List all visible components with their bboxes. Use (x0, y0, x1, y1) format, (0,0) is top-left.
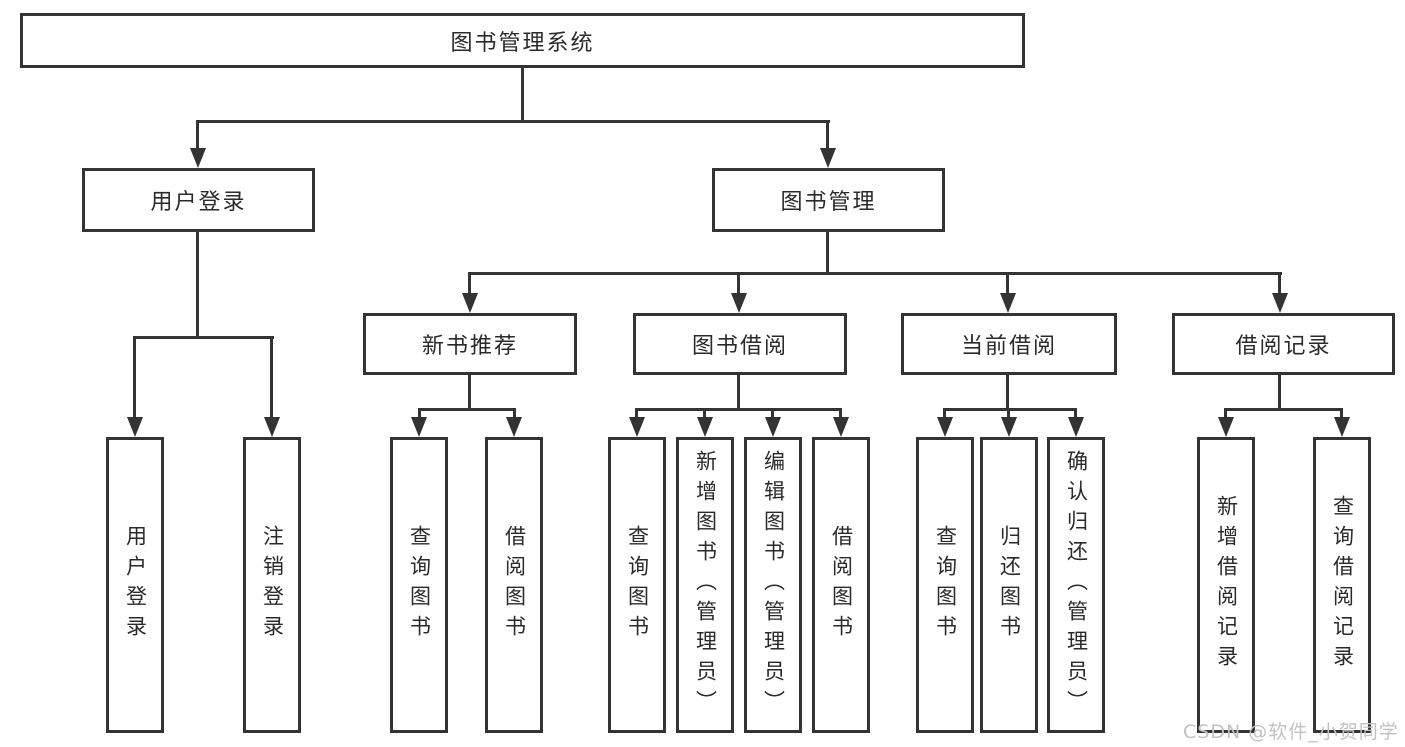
connector-line (826, 232, 829, 275)
leaf-edit-books-admin: 编辑图书（管理员） (744, 437, 802, 733)
arrowhead-down (697, 417, 713, 437)
connector-line (1225, 408, 1343, 411)
arrowhead-down (127, 417, 143, 437)
arrowhead-down (264, 417, 280, 437)
leaf-return-books: 归还图书 (980, 437, 1038, 733)
connector-line (944, 408, 1077, 411)
leaf-query-books: 查询图书 (916, 437, 974, 733)
connector-line (1006, 375, 1009, 410)
leaf-confirm-return-admin: 确认归还（管理员） (1047, 437, 1105, 733)
connector-line (636, 408, 842, 411)
arrowhead-down (411, 417, 427, 437)
connector-line (1007, 408, 1010, 419)
node-book-management: 图书管理 (712, 168, 945, 232)
connector-line (468, 375, 471, 410)
connector-line (737, 375, 740, 410)
connector-line (196, 120, 199, 150)
arrowhead-down (1218, 417, 1234, 437)
leaf-query-borrow-record: 查询借阅记录 (1313, 437, 1371, 733)
connector-line (839, 408, 842, 419)
connector-line (1074, 408, 1077, 419)
arrowhead-down (629, 417, 645, 437)
node-current-borrowing: 当前借阅 (901, 313, 1117, 375)
node-user-login: 用户登录 (82, 168, 315, 232)
connector-line (196, 232, 199, 339)
connector-line (133, 336, 136, 419)
connector-line (737, 272, 740, 295)
arrowhead-down (462, 293, 478, 313)
connector-line (521, 68, 524, 122)
connector-line (943, 408, 946, 419)
leaf-logout: 注销登录 (243, 437, 301, 733)
leaf-add-borrow-record: 新增借阅记录 (1197, 437, 1255, 733)
node-borrowing-records: 借阅记录 (1172, 313, 1395, 375)
leaf-borrow-books: 借阅图书 (485, 437, 543, 733)
connector-line (703, 408, 706, 419)
arrowhead-down (731, 293, 747, 313)
arrowhead-down (833, 417, 849, 437)
node-library-management-system: 图书管理系统 (20, 13, 1025, 68)
connector-line (134, 336, 274, 339)
arrowhead-down (765, 417, 781, 437)
arrowhead-down (1334, 417, 1350, 437)
connector-line (418, 408, 421, 419)
node-book-borrowing: 图书借阅 (633, 313, 847, 375)
node-new-book-recommendation: 新书推荐 (363, 313, 577, 375)
arrowhead-down (820, 148, 836, 168)
csdn-watermark: CSDN @软件_小贺同学 (1183, 721, 1399, 743)
connector-line (1224, 408, 1227, 419)
connector-line (1006, 272, 1009, 295)
connector-line (418, 408, 516, 411)
connector-line (513, 408, 516, 419)
arrowhead-down (1000, 293, 1016, 313)
leaf-query-books: 查询图书 (390, 437, 448, 733)
connector-line (771, 408, 774, 419)
connector-line (468, 272, 471, 295)
arrowhead-down (937, 417, 953, 437)
arrowhead-down (1272, 293, 1288, 313)
leaf-query-books: 查询图书 (608, 437, 666, 733)
connector-line (1340, 408, 1343, 419)
leaf-borrow-books: 借阅图书 (812, 437, 870, 733)
connector-line (1278, 375, 1281, 410)
leaf-add-books-admin: 新增图书（管理员） (676, 437, 734, 733)
arrowhead-down (506, 417, 522, 437)
connector-line (270, 336, 273, 419)
connector-line (635, 408, 638, 419)
connector-line (197, 120, 830, 123)
arrowhead-down (1068, 417, 1084, 437)
arrowhead-down (1001, 417, 1017, 437)
leaf-user-login: 用户登录 (106, 437, 164, 733)
connector-line (1278, 272, 1281, 295)
arrowhead-down (190, 148, 206, 168)
connector-line (826, 120, 829, 150)
connector-line (469, 272, 1282, 275)
